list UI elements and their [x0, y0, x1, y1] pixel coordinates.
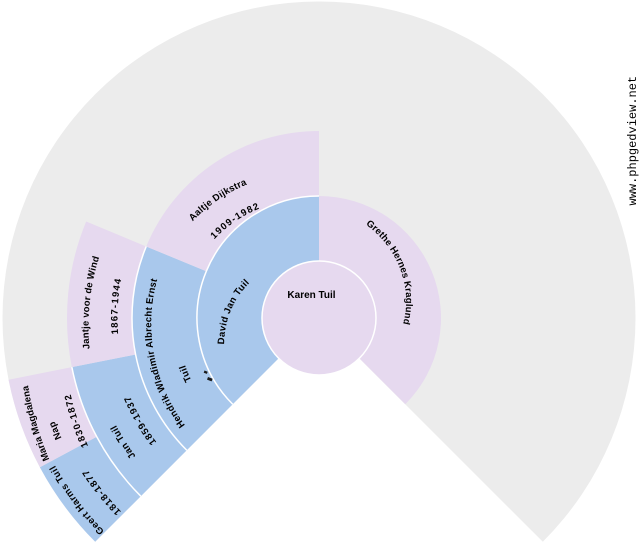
- svg-text:Karen Tuil: Karen Tuil: [287, 290, 335, 301]
- svg-text:www.phpgedview.net: www.phpgedview.net: [626, 76, 640, 206]
- svg-text:1867-1944: 1867-1944: [109, 277, 124, 335]
